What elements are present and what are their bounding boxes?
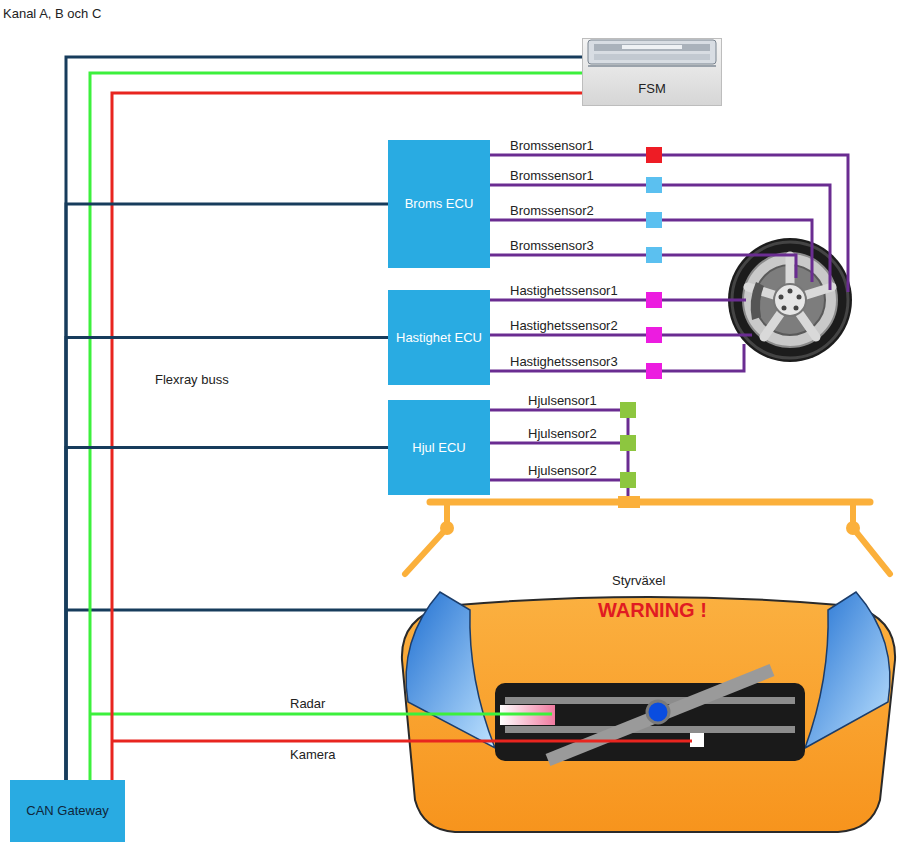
part-label: Bromssensor1 [510, 138, 594, 153]
part-label: Hjulsensor2 [528, 426, 597, 441]
part-label: Bromssensor3 [510, 238, 594, 253]
fsm-module: FSM [582, 38, 722, 106]
node-label: FSM [638, 81, 665, 96]
car-front [402, 592, 895, 832]
bus-line [90, 73, 582, 780]
part-label: Hastighetssensor2 [510, 318, 618, 333]
part-label: Hjulsensor1 [528, 393, 597, 408]
sensor-wires [490, 155, 646, 500]
ecu-box: Hjul ECU [388, 400, 490, 495]
wheel [728, 238, 852, 362]
part-label: Radar [290, 696, 325, 711]
bus-line [66, 338, 388, 781]
steering-rack [405, 496, 890, 574]
bus-line [66, 204, 388, 780]
part-label: Flexray buss [155, 372, 229, 387]
wheel-wires [662, 155, 848, 371]
part-label: Bromssensor2 [510, 203, 594, 218]
part-label: Hastighetssensor1 [510, 283, 618, 298]
node-label: Broms ECU [405, 196, 474, 212]
ecu-box: Hastighet ECU [388, 290, 490, 385]
fsm-device-icon [582, 38, 722, 70]
radar-wire [90, 713, 552, 716]
camera-wire [112, 740, 692, 743]
ecu-box: Broms ECU [388, 140, 490, 268]
bus-line [66, 57, 582, 780]
part-label: Kanal A, B och C [3, 6, 101, 21]
part-label: Styrväxel [612, 573, 665, 588]
node-label: Hjul ECU [412, 440, 465, 456]
part-label: Kamera [290, 747, 336, 762]
gateway-box: CAN Gateway [10, 780, 125, 842]
node-label: Hastighet ECU [396, 330, 482, 346]
part-label: Hjulsensor2 [528, 463, 597, 478]
sensor-squares [620, 147, 662, 488]
bus-line [66, 448, 388, 781]
warning-text: WARNING ! [598, 598, 707, 622]
part-label: Hastighetssensor3 [510, 354, 618, 369]
part-label: Bromssensor1 [510, 168, 594, 183]
node-label: CAN Gateway [26, 803, 108, 819]
bus-line [112, 93, 582, 780]
